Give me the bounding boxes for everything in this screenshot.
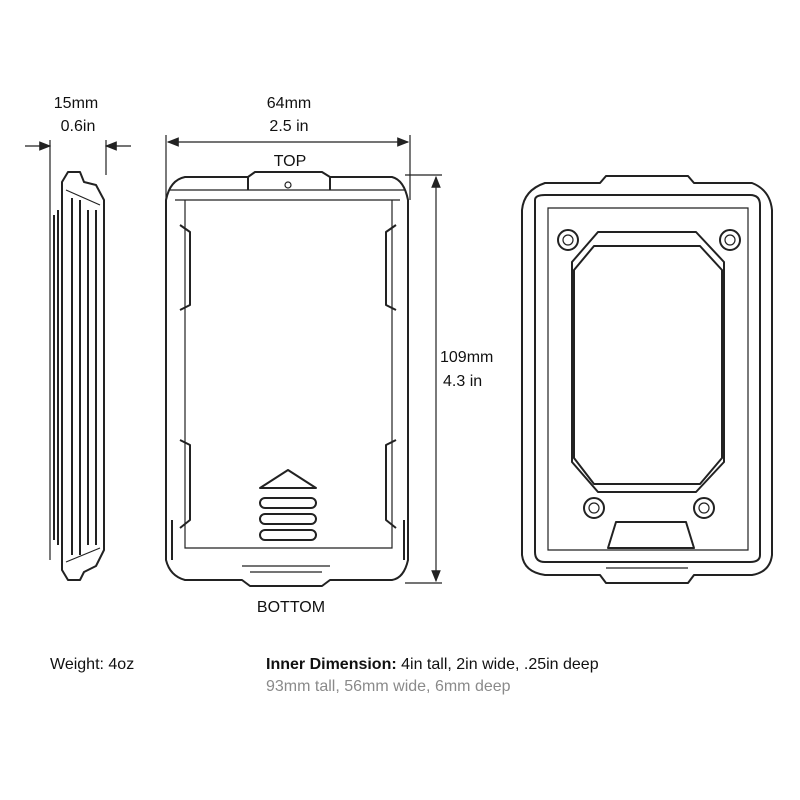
height-mm-label: 109mm <box>440 349 493 366</box>
inner-dimension-label: Inner Dimension: <box>266 656 397 673</box>
front-view: TOP BOTTOM <box>165 153 409 616</box>
depth-mm-label: 15mm <box>54 95 98 112</box>
side-view <box>53 171 105 581</box>
bottom-label: BOTTOM <box>257 599 325 616</box>
weight-spec: Weight: 4oz <box>50 656 135 673</box>
inner-dimension-imperial: Inner Dimension: 4in tall, 2in wide, .25… <box>266 656 599 674</box>
depth-dimension: 15mm 0.6in <box>25 95 131 560</box>
back-view <box>521 175 773 584</box>
width-dimension: 64mm 2.5 in <box>165 95 411 200</box>
height-in-label: 4.3 in <box>443 373 482 390</box>
depth-in-label: 0.6in <box>61 118 96 135</box>
height-dimension: 109mm 4.3 in <box>405 174 493 584</box>
width-mm-label: 64mm <box>267 95 311 112</box>
inner-dimension-metric: 93mm tall, 56mm wide, 6mm deep <box>266 678 511 695</box>
width-in-label: 2.5 in <box>269 118 308 135</box>
inner-dimension-imperial-value: 4in tall, 2in wide, .25in deep <box>396 656 599 673</box>
top-label: TOP <box>274 153 307 170</box>
